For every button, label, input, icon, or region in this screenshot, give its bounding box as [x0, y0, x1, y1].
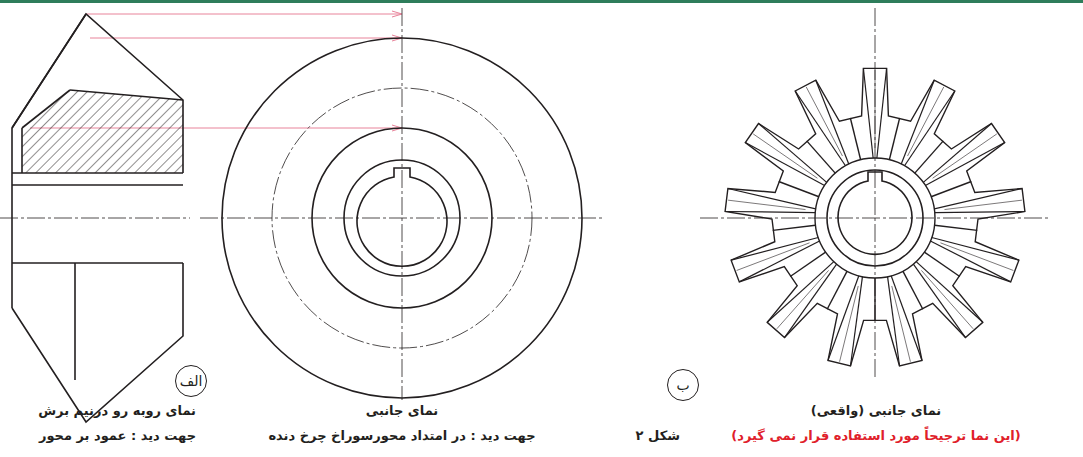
view-direction: جهت دید : عمود بر محور — [39, 428, 196, 444]
view-direction: جهت دید : در امتداد محورسوراخ چرخ دنده — [268, 428, 535, 444]
note-text: (این نما ترجیحاً مورد استفاده قرار نمی گ… — [731, 428, 1020, 444]
view-letter-circle: ب — [667, 369, 699, 401]
view-letter: الف — [180, 373, 203, 389]
view-letter: ب — [676, 377, 689, 393]
view-title: نمای جانبی — [366, 403, 439, 419]
view-title: نمای روبه رو درنیم برش — [38, 403, 196, 419]
figure-number: شکل ۲ — [636, 428, 680, 444]
view-title: نمای جانبی (واقعی) — [811, 403, 941, 419]
view-letter-circle: الف — [175, 365, 207, 397]
